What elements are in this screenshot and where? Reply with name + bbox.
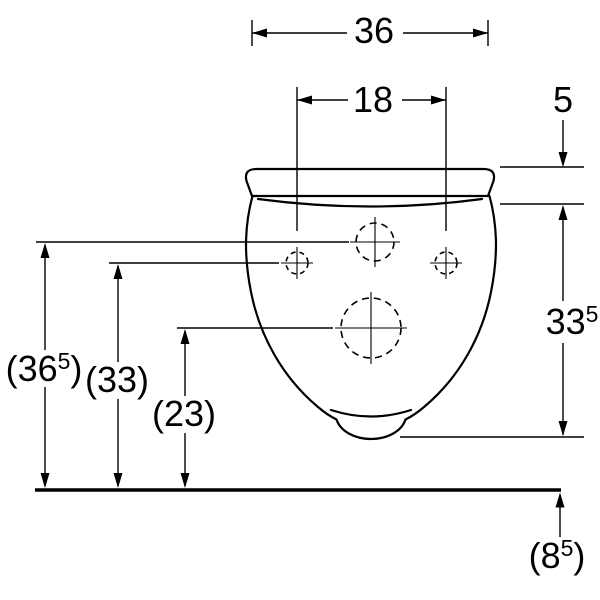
bowl-rim-line: [256, 197, 484, 208]
dim-bolt-height-label: (33): [85, 359, 149, 400]
arrowhead-down: [558, 421, 568, 436]
arrowhead-up: [555, 492, 565, 508]
dim-top-width-label: 36: [354, 10, 394, 51]
toilet-outline: [244, 167, 498, 441]
arrowhead-up: [558, 205, 568, 220]
dim-bolt-height: (33): [85, 262, 279, 488]
supply-hole: [350, 217, 400, 267]
bolt-hole-right: [430, 247, 462, 279]
dim-drain-height-label: (23): [152, 393, 216, 434]
dim-top-width: 36: [251, 10, 489, 51]
arrowhead-down: [558, 152, 568, 167]
dim-floor-gap-label: (85): [529, 535, 586, 576]
drain-hole: [335, 292, 407, 364]
arrowhead-down: [113, 473, 123, 488]
arrowhead-down: [40, 473, 50, 488]
dim-body-height-label: 335: [546, 301, 599, 342]
dim-hole-spacing-label: 18: [353, 79, 393, 120]
dim-drain-height: (23): [152, 327, 333, 488]
outlet-top-line: [329, 408, 413, 418]
bolt-hole-left: [281, 247, 313, 279]
dim-floor-gap: (85): [529, 492, 586, 576]
arrowhead-down: [180, 473, 190, 488]
arrowhead-up: [40, 243, 50, 258]
arrowhead-left: [252, 28, 267, 38]
dim-supply-height-label: (365): [6, 348, 83, 389]
arrowhead-right: [431, 95, 446, 105]
arrowhead-up: [113, 264, 123, 279]
dim-body-height: 335: [400, 205, 599, 438]
bowl-outline: [244, 194, 498, 441]
arrowhead-up: [180, 329, 190, 344]
arrowhead-right: [473, 28, 488, 38]
dim-hole-spacing: 18: [296, 79, 447, 231]
dim-lid-offset-label: 5: [553, 79, 573, 120]
dim-lid-offset: 5: [500, 79, 584, 205]
dim-supply-height: (365): [6, 241, 349, 488]
seat-lid: [244, 167, 496, 198]
arrowhead-left: [297, 95, 312, 105]
